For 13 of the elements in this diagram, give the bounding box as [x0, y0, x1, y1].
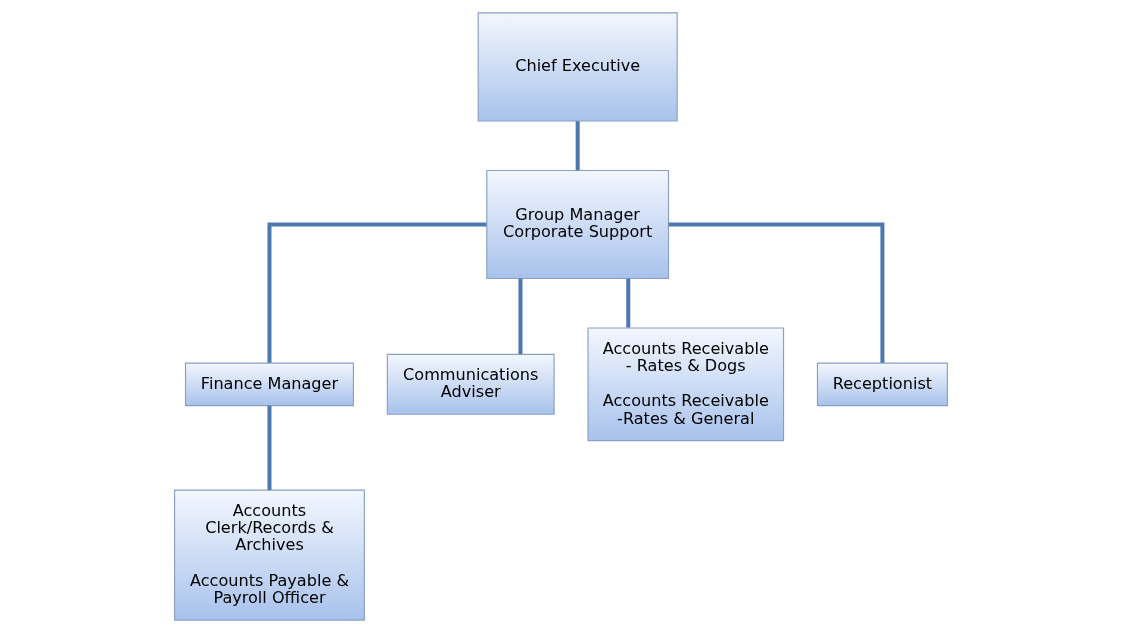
- connector: [575, 121, 580, 171]
- node-box: Receptionist: [816, 362, 948, 407]
- connector: [668, 222, 884, 363]
- node-box: Accounts Receivable - Rates & Dogs Accounts Receivable -Rates & General: [586, 327, 784, 442]
- connector: [625, 278, 630, 328]
- node-box: Communications Adviser: [386, 353, 555, 415]
- node-box: Chief Executive: [477, 12, 678, 122]
- connector: [266, 222, 486, 363]
- node-box: Finance Manager: [184, 362, 354, 407]
- connector: [266, 405, 271, 491]
- node-box: Group Manager Corporate Support: [485, 169, 669, 280]
- connector: [517, 278, 522, 355]
- node-box: Accounts Clerk/Records & Archives Accounts Payable & Payroll Officer: [173, 489, 365, 621]
